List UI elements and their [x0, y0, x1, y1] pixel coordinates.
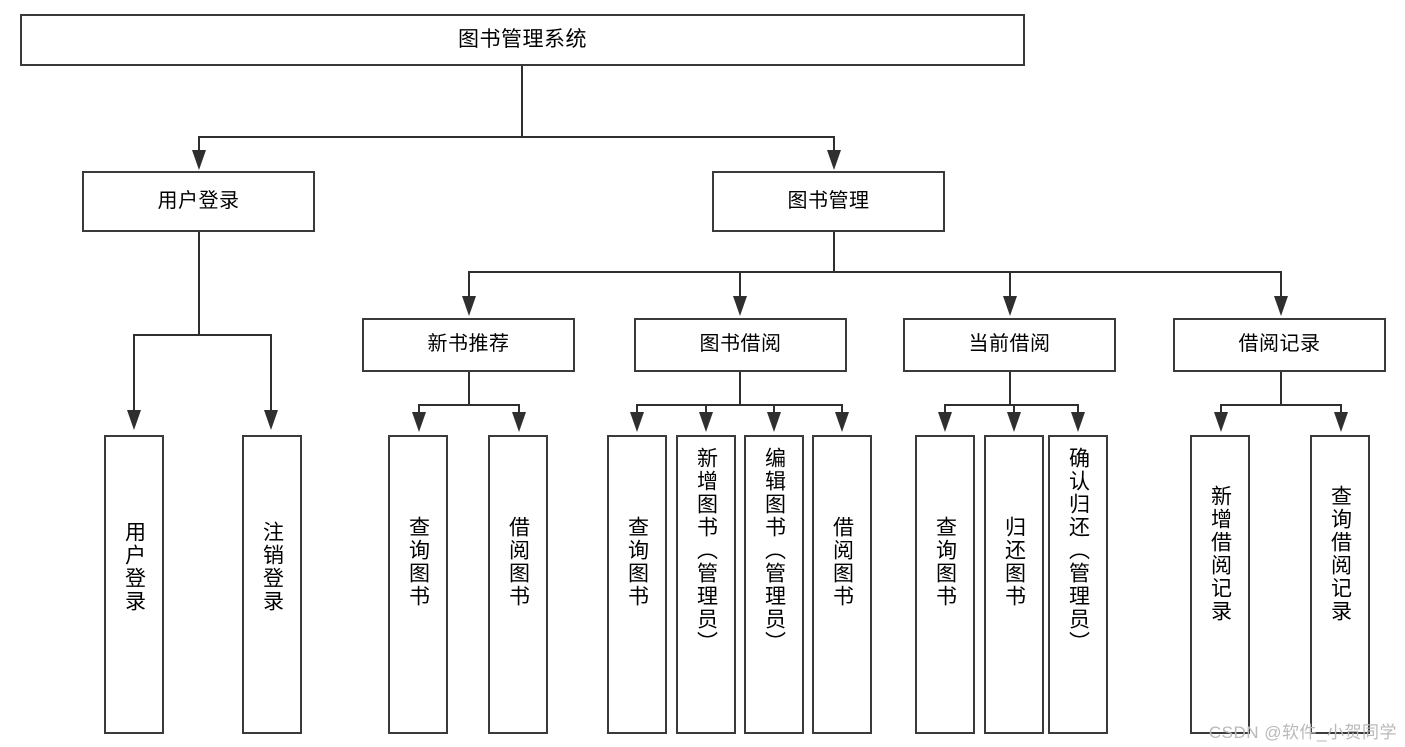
connector-root-to-book-management: [833, 136, 835, 156]
arrowhead-current-borrow: [1003, 296, 1017, 316]
connector-user-login-bus: [133, 334, 271, 336]
watermark-text: CSDN @软件_小贺同学: [1208, 723, 1397, 742]
connector-borrowrecord-bus: [1220, 404, 1340, 406]
node-user-login[interactable]: 用户登录: [82, 171, 315, 232]
arrowhead-borrowrecord-leaf-1: [1214, 412, 1228, 432]
arrowhead-bookborrow-leaf-2: [699, 412, 713, 432]
arrowhead-newbook-leaf-1: [412, 412, 426, 432]
leaf-newbook-borrow-books[interactable]: 借阅图书: [488, 435, 548, 734]
connector-newbook-bus: [418, 404, 520, 406]
node-borrow-record[interactable]: 借阅记录: [1173, 318, 1386, 372]
node-label: 查询借阅记录: [1328, 485, 1352, 623]
arrowhead-newbook-leaf-2: [512, 412, 526, 432]
arrowhead-currentborrow-leaf-2: [1007, 412, 1021, 432]
connector-bm-drop-3: [1009, 271, 1011, 301]
arrowhead-borrowrecord-leaf-2: [1334, 412, 1348, 432]
connector-currentborrow-drop-2: [1013, 404, 1015, 418]
arrowhead-new-book-recommend: [462, 296, 476, 316]
connector-root-to-user-login: [198, 136, 200, 156]
arrowhead-book-borrow: [733, 296, 747, 316]
connector-bm-drop-1: [468, 271, 470, 301]
node-label: 归还图书: [1002, 516, 1026, 608]
connector-newbook-drop-2: [518, 404, 520, 418]
connector-currentborrow-drop-1: [944, 404, 946, 418]
node-current-borrow[interactable]: 当前借阅: [903, 318, 1116, 372]
connector-bookborrow-drop-3: [773, 404, 775, 418]
arrowhead-borrow-record: [1274, 296, 1288, 316]
connector-currentborrow-drop-3: [1077, 404, 1079, 418]
leaf-logout[interactable]: 注销登录: [242, 435, 302, 734]
connector-user-login-drop-2: [270, 334, 272, 416]
leaf-borrowrecord-query-record[interactable]: 查询借阅记录: [1310, 435, 1370, 734]
leaf-user-login[interactable]: 用户登录: [104, 435, 164, 734]
node-label: 编辑图书（管理员）: [762, 447, 786, 654]
node-label: 注销登录: [260, 521, 284, 613]
arrowhead-currentborrow-leaf-3: [1071, 412, 1085, 432]
node-label: 查询图书: [406, 516, 430, 608]
node-label: 查询图书: [625, 516, 649, 608]
arrowhead-currentborrow-leaf-1: [938, 412, 952, 432]
node-label: 借阅图书: [830, 516, 854, 608]
connector-borrowrecord-drop-1: [1220, 404, 1222, 418]
leaf-bookborrow-borrow-books[interactable]: 借阅图书: [812, 435, 872, 734]
arrowhead-bookborrow-leaf-3: [767, 412, 781, 432]
connector-currentborrow-bus: [944, 404, 1079, 406]
connector-bookborrow-stem: [739, 372, 741, 406]
node-label: 借阅图书: [506, 516, 530, 608]
node-label: 图书管理系统: [458, 27, 587, 51]
connector-newbook-drop-1: [418, 404, 420, 418]
leaf-currentborrow-return-books[interactable]: 归还图书: [984, 435, 1044, 734]
arrowhead-bookborrow-leaf-1: [630, 412, 644, 432]
node-book-borrow[interactable]: 图书借阅: [634, 318, 847, 372]
node-label: 新书推荐: [427, 333, 510, 356]
leaf-borrowrecord-add-record[interactable]: 新增借阅记录: [1190, 435, 1250, 734]
node-new-book-recommend[interactable]: 新书推荐: [362, 318, 575, 372]
leaf-bookborrow-query-books[interactable]: 查询图书: [607, 435, 667, 734]
connector-bookborrow-drop-2: [705, 404, 707, 418]
node-label: 确认归还（管理员）: [1066, 447, 1090, 654]
connector-bm-drop-4: [1280, 271, 1282, 301]
leaf-currentborrow-query-books[interactable]: 查询图书: [915, 435, 975, 734]
arrowhead-to-book-management: [827, 150, 841, 170]
arrowhead-bookborrow-leaf-4: [835, 412, 849, 432]
node-label: 用户登录: [157, 189, 240, 212]
connector-currentborrow-stem: [1009, 372, 1011, 406]
node-label: 借阅记录: [1238, 333, 1321, 356]
arrowhead-user-login-leaf-1: [127, 410, 141, 430]
leaf-bookborrow-edit-book-admin[interactable]: 编辑图书（管理员）: [744, 435, 804, 734]
connector-user-login-drop-1: [133, 334, 135, 416]
node-label: 查询图书: [933, 516, 957, 608]
node-label: 新增图书（管理员）: [694, 447, 718, 654]
arrowhead-user-login-leaf-2: [264, 410, 278, 430]
arrowhead-to-user-login: [192, 150, 206, 170]
node-label: 当前借阅: [968, 333, 1051, 356]
leaf-newbook-query-books[interactable]: 查询图书: [388, 435, 448, 734]
connector-bookborrow-bus: [636, 404, 843, 406]
connector-book-management-stem: [833, 232, 835, 273]
node-book-management[interactable]: 图书管理: [712, 171, 945, 232]
connector-bm-drop-2: [739, 271, 741, 301]
connector-bookborrow-drop-4: [841, 404, 843, 418]
leaf-bookborrow-add-book-admin[interactable]: 新增图书（管理员）: [676, 435, 736, 734]
connector-newbook-stem: [468, 372, 470, 406]
connector-book-management-bus: [468, 271, 1282, 273]
node-label: 用户登录: [122, 521, 146, 613]
connector-borrowrecord-drop-2: [1340, 404, 1342, 418]
connector-bookborrow-drop-1: [636, 404, 638, 418]
connector-root-stem: [521, 66, 523, 137]
connector-root-bus: [198, 136, 834, 138]
node-label: 图书借阅: [699, 333, 782, 356]
node-label: 新增借阅记录: [1208, 485, 1232, 623]
connector-borrowrecord-stem: [1280, 372, 1282, 406]
connector-user-login-stem: [198, 232, 200, 336]
node-root-library-management-system[interactable]: 图书管理系统: [20, 14, 1025, 66]
node-label: 图书管理: [787, 189, 870, 212]
leaf-currentborrow-confirm-return-admin[interactable]: 确认归还（管理员）: [1048, 435, 1108, 734]
